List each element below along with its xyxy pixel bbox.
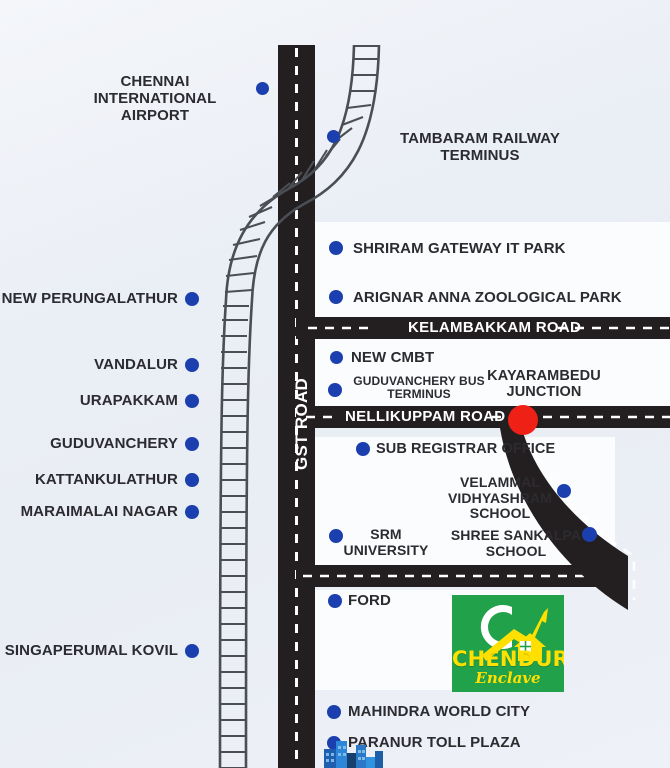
label-velammal-vidhyashram-school: VELAMMAL VIDHYASHRAM SCHOOL [447, 474, 553, 522]
growth-arrow-icon [482, 608, 548, 661]
label-station-urapakkam: URAPAKKAM [79, 392, 178, 409]
logo-tagline: Enclave [475, 669, 541, 687]
dot-velammal-vidhyashram-school[interactable] [557, 484, 571, 498]
label-mahindra-world-city: MAHINDRA WORLD CITY [348, 703, 531, 720]
dot-station-maraimalai-nagar[interactable] [185, 505, 199, 519]
nellikuppam-road [296, 406, 670, 428]
label-ford: FORD [348, 592, 391, 609]
dot-station-singaperumal-kovil[interactable] [185, 644, 199, 658]
dot-chennai-international-airport[interactable] [256, 82, 269, 95]
label-station-guduvanchery: GUDUVANCHERY [50, 435, 178, 452]
dot-shriram-gateway-it-park[interactable] [329, 241, 343, 255]
project-site-marker[interactable] [508, 405, 538, 435]
label-paranur-toll-plaza: PARANUR TOLL PLAZA [348, 734, 521, 751]
chendur-enclave-logo[interactable]: CHENDUR Enclave [452, 595, 564, 692]
lower-connector-road [296, 565, 626, 587]
city-skyline-graphic [324, 741, 383, 768]
label-station-maraimalai-nagar: MARAIMALAI NAGAR [20, 503, 178, 520]
kayarambedu-junction-label: KAYARAMBEDU JUNCTION [487, 368, 601, 401]
road-label-gst-road: GST ROAD [292, 377, 311, 470]
dot-mahindra-world-city[interactable] [327, 705, 341, 719]
dot-arignar-anna-zoological-park[interactable] [329, 290, 343, 304]
label-arignar-anna-zoological-park: ARIGNAR ANNA ZOOLOGICAL PARK [353, 289, 622, 306]
dot-shree-sankalpa-school[interactable] [582, 527, 597, 542]
label-shriram-gateway-it-park: SHRIRAM GATEWAY IT PARK [353, 240, 566, 257]
letter-c-mark [480, 605, 512, 649]
dot-tambaram-railway-terminus[interactable] [327, 130, 340, 143]
label-chennai-international-airport: CHENNAI INTERNATIONAL AIRPORT [93, 73, 217, 124]
dot-sub-registrar-office[interactable] [356, 442, 370, 456]
label-sub-registrar-office: SUB REGISTRAR OFFICE [376, 441, 556, 457]
label-srm-university: SRM UNIVERSITY [343, 526, 429, 558]
railway-line [218, 44, 381, 768]
dot-guduvanchery-bus-terminus[interactable] [328, 383, 342, 397]
road-label-nellikuppam-road: NELLIKUPPAM ROAD [345, 408, 506, 425]
dot-station-new-perungalathur[interactable] [185, 292, 199, 306]
dot-ford[interactable] [328, 594, 342, 608]
dot-station-kattankulathur[interactable] [185, 473, 199, 487]
dot-srm-university[interactable] [329, 529, 343, 543]
label-station-new-perungalathur: NEW PERUNGALATHUR [1, 290, 178, 307]
label-station-vandalur: VANDALUR [94, 356, 178, 373]
dot-station-vandalur[interactable] [185, 358, 199, 372]
label-station-kattankulathur: KATTANKULATHUR [34, 471, 178, 488]
road-label-kelambakkam-road: KELAMBAKKAM ROAD [408, 319, 582, 336]
logo-mark [480, 605, 548, 661]
bypass-curve-road [500, 417, 636, 610]
dot-new-cmbt[interactable] [330, 351, 343, 364]
logo-brand-name: CHENDUR [452, 647, 564, 671]
label-guduvanchery-bus-terminus: GUDUVANCHERY BUS TERMINUS [353, 374, 485, 402]
label-new-cmbt: NEW CMBT [351, 349, 435, 366]
label-tambaram-railway-terminus: TAMBARAM RAILWAY TERMINUS [400, 130, 560, 164]
label-station-singaperumal-kovil: SINGAPERUMAL KOVIL [4, 642, 178, 659]
label-shree-sankalpa-school: SHREE SANKALPA SCHOOL [450, 527, 582, 559]
dot-station-guduvanchery[interactable] [185, 437, 199, 451]
dot-station-urapakkam[interactable] [185, 394, 199, 408]
kelambakkam-road [296, 317, 670, 339]
